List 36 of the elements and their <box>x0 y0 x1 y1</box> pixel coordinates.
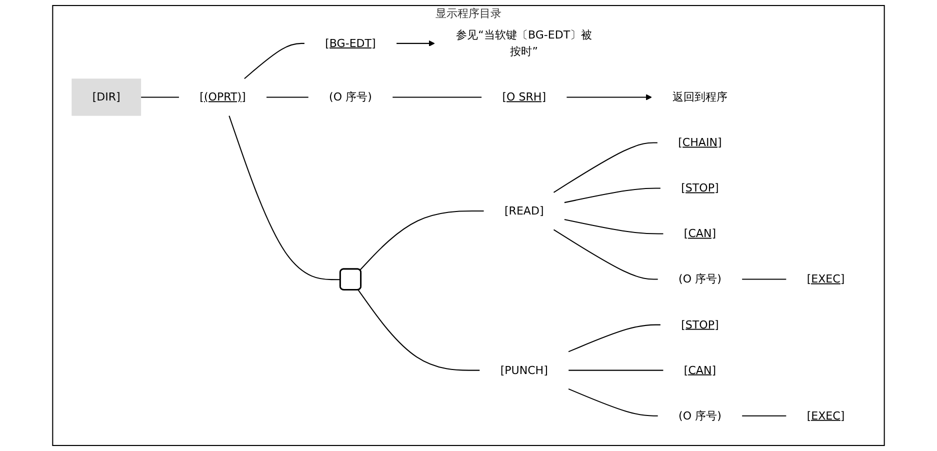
connector <box>228 116 340 280</box>
arrow <box>566 94 652 100</box>
connector <box>266 96 308 98</box>
node-text: 返回到程序 <box>672 90 728 104</box>
node-text: [(OPRT)] <box>200 90 246 104</box>
node-text: [CAN] <box>684 226 716 240</box>
connector <box>553 142 658 193</box>
connector <box>360 210 484 270</box>
arrow <box>396 40 435 46</box>
node-text: [CHAIN] <box>678 136 722 149</box>
node-text: (O 序号) <box>678 408 722 422</box>
node-text: (O 序号) <box>678 272 722 286</box>
connector <box>564 218 664 234</box>
connector <box>742 278 786 280</box>
node-text: [CAN] <box>684 363 716 377</box>
node-box: [DIR] <box>72 78 142 116</box>
connector <box>564 188 660 204</box>
node-text: (O 序号) <box>329 90 372 104</box>
node-text: [PUNCH] <box>500 363 548 377</box>
connector <box>553 229 658 280</box>
connector <box>568 324 660 352</box>
connector <box>392 96 482 98</box>
connector <box>568 388 658 416</box>
node-text: [EXEC] <box>806 408 845 422</box>
node-text: [READ] <box>504 204 544 218</box>
node-text: [O SRH] <box>502 90 546 104</box>
node-text: [STOP] <box>681 181 719 194</box>
connector <box>358 290 480 371</box>
node-text: [BG-EDT] <box>325 36 376 50</box>
connector <box>568 370 664 371</box>
node-text: [EXEC] <box>806 272 845 286</box>
connector <box>742 415 786 416</box>
node-text: 参见“当软键〔BG-EDT〕被按时” <box>456 28 592 58</box>
node-text: [STOP] <box>681 318 719 332</box>
connector <box>141 96 179 98</box>
connector <box>244 42 304 79</box>
